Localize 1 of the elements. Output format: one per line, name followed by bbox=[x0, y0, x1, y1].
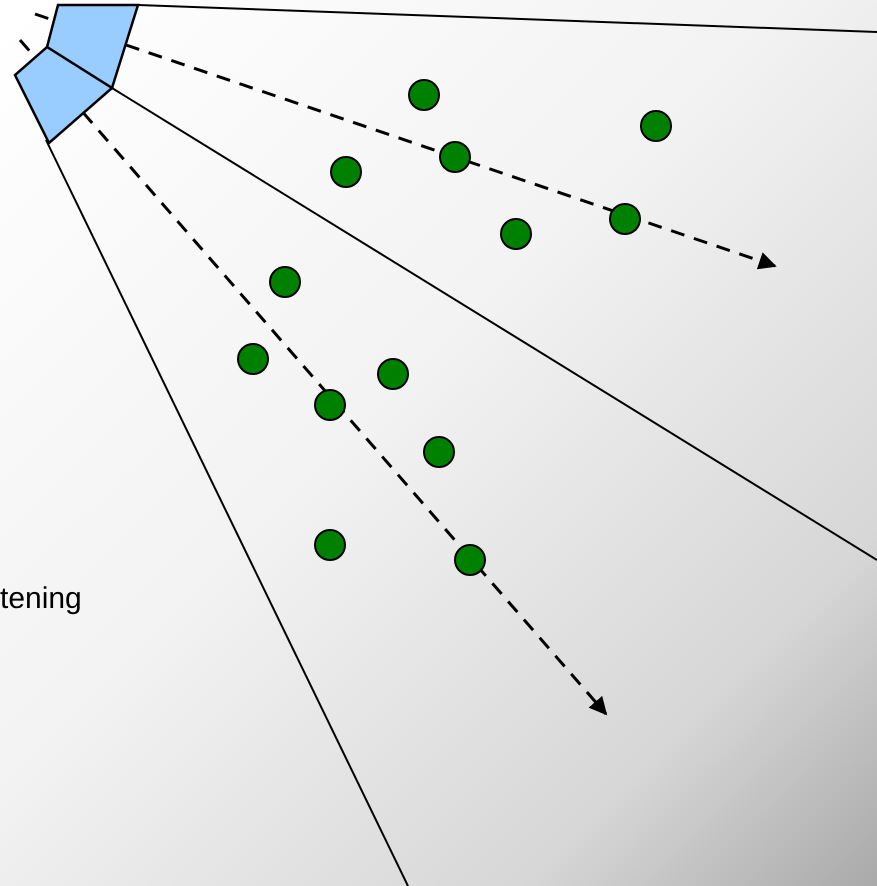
caption-text: tening bbox=[0, 582, 82, 616]
